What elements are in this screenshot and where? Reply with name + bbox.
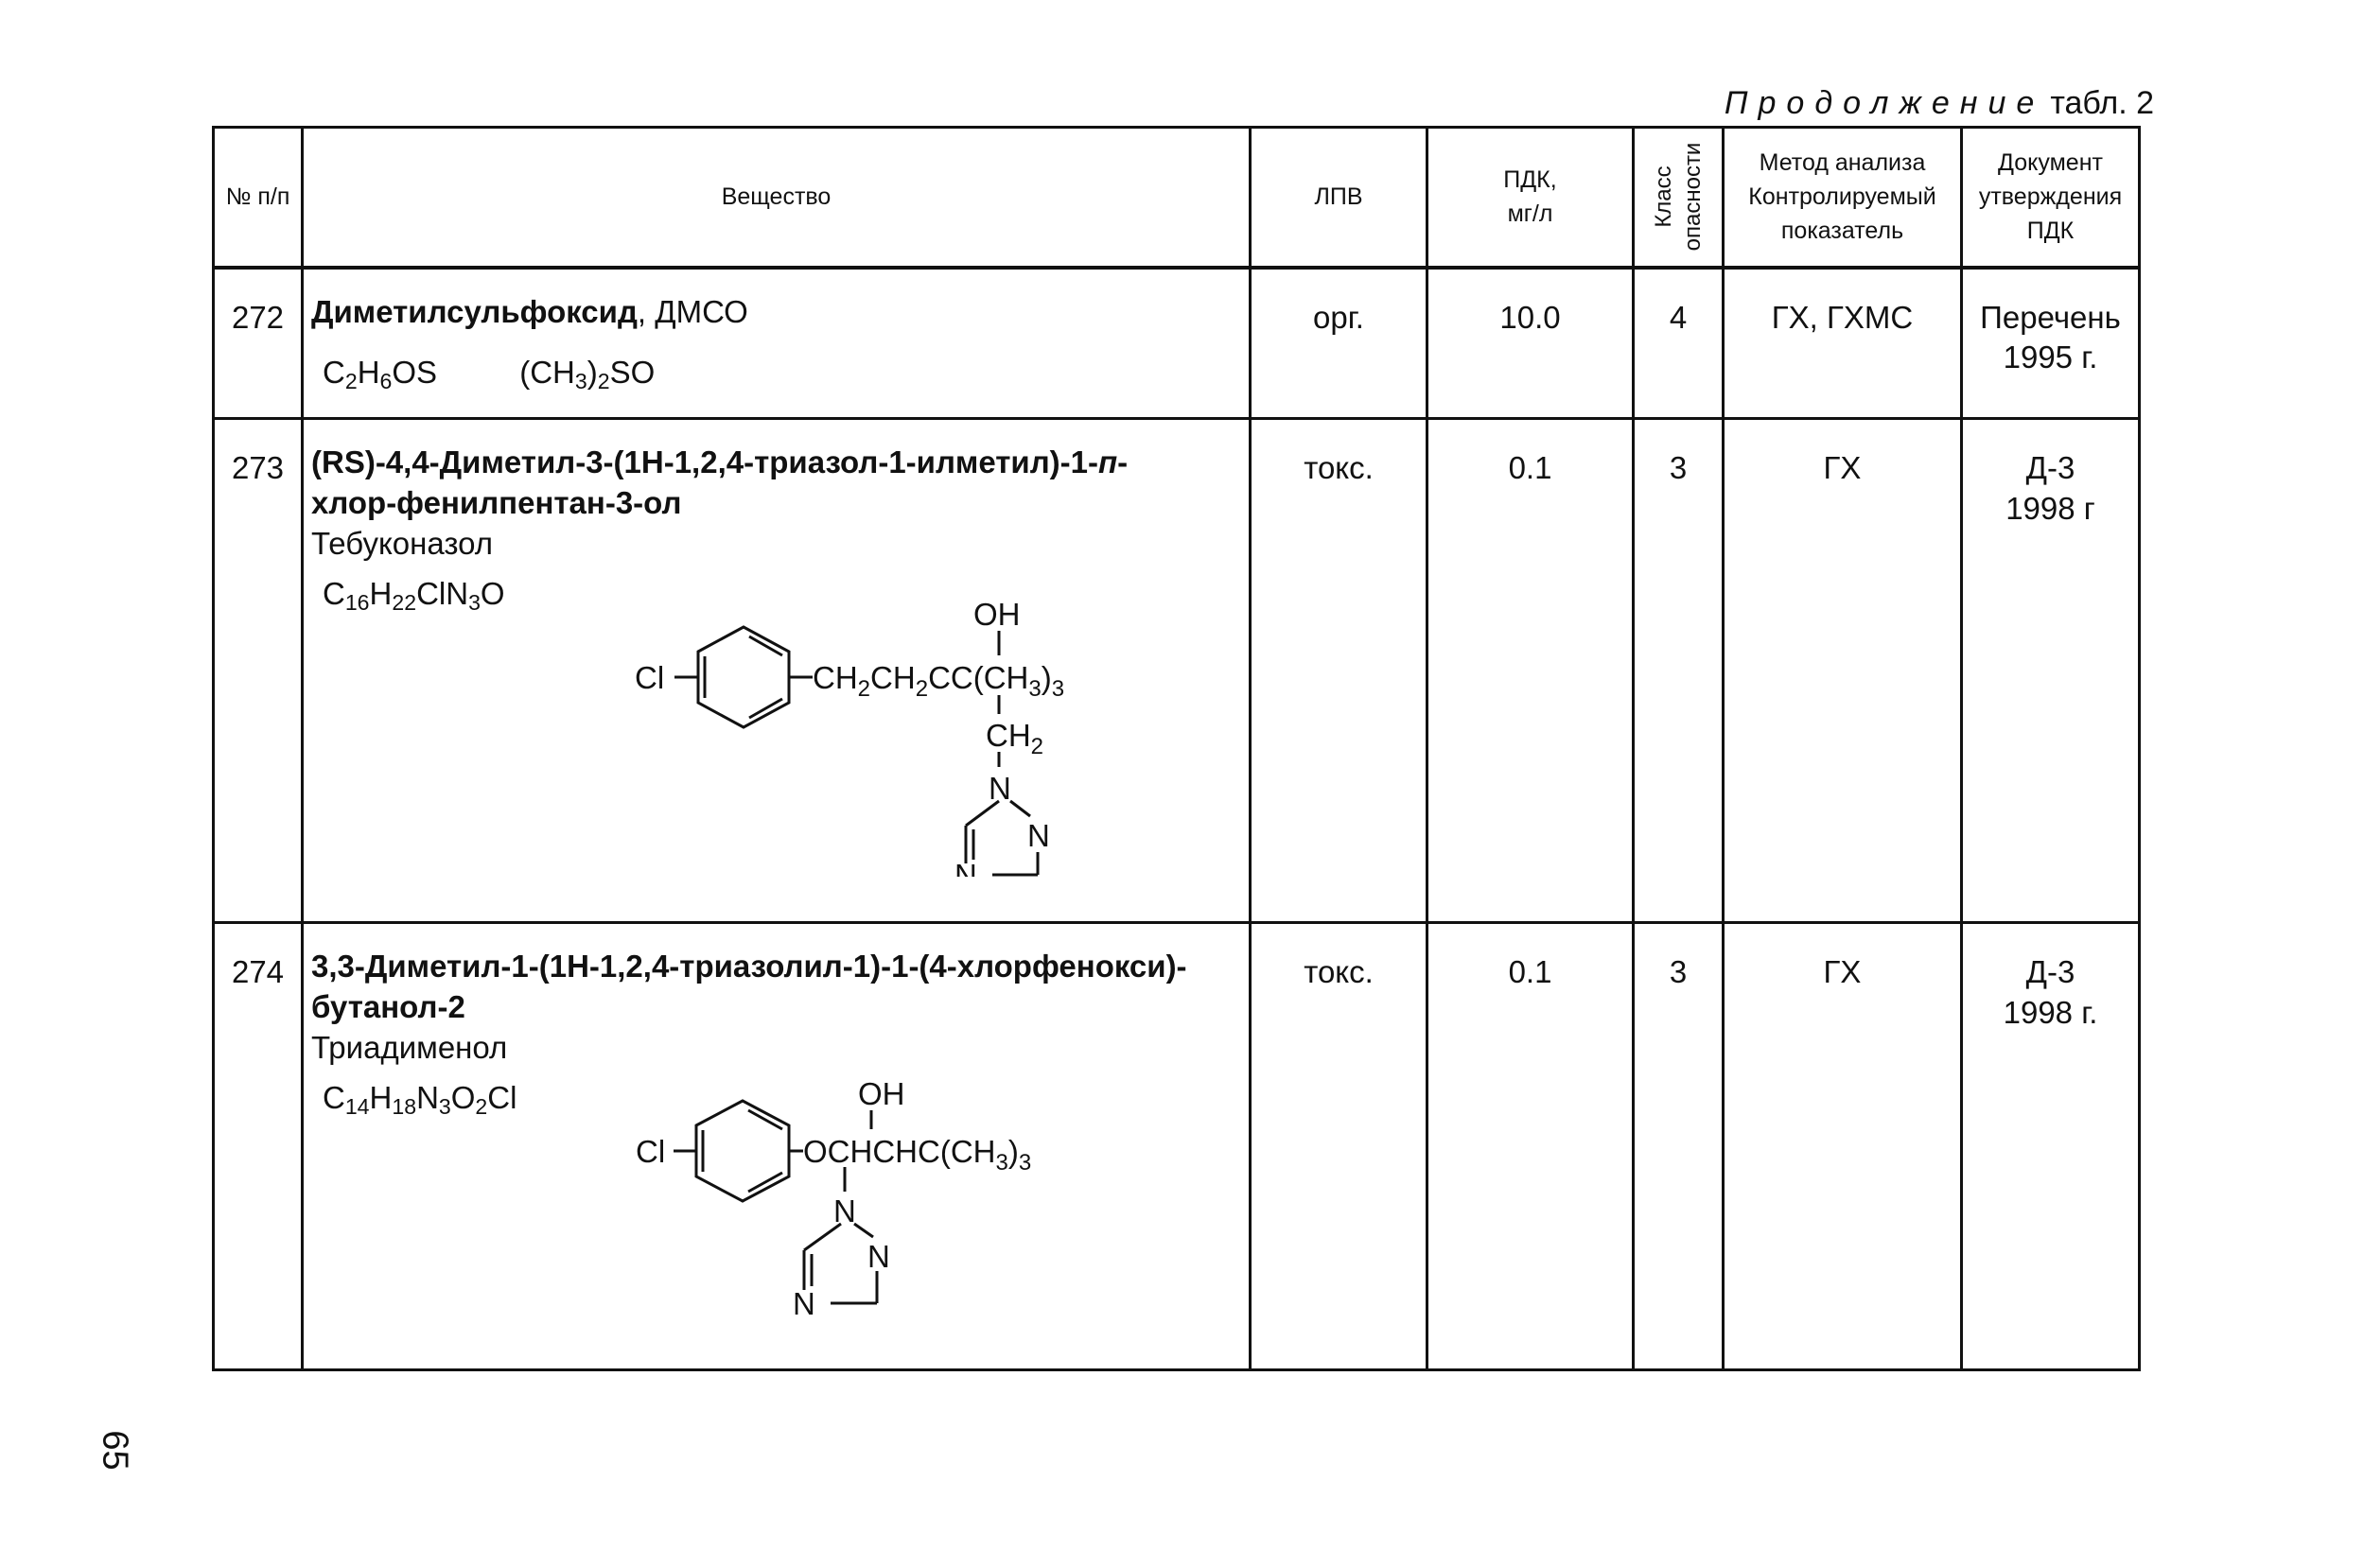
- header-method-line2: Контролируемый: [1748, 183, 1936, 211]
- struct-n1-label: N: [989, 771, 1011, 806]
- header-method-line3: показатель: [1780, 218, 1904, 245]
- trivial-name: Триадименол: [311, 1029, 508, 1065]
- header-doc-line3: ПДК: [2026, 218, 2075, 245]
- header-method: Метод анализа Контролируемый показатель: [1722, 126, 1963, 270]
- substance-name-cont: хлор-фенилпентан-3-ол: [311, 484, 682, 520]
- cell-num: 273: [212, 417, 304, 924]
- header-pdk-line1: ПДК,: [1503, 166, 1557, 193]
- doc-line2: 1998 г: [2005, 490, 2095, 526]
- substance-name: (RS)-4,4-Диметил-3-(1Н-1,2,4-триазол-1-и…: [311, 444, 1129, 479]
- molecular-formula: C16H22ClN3O: [323, 575, 505, 615]
- struct-chain-label: CH2CH2CC(CH3)3: [813, 660, 1064, 702]
- header-doc-line1: Документ: [1998, 148, 2103, 176]
- struct-n1-label: N: [833, 1193, 856, 1228]
- cell-substance: 3,3-Диметил-1-(1Н-1,2,4-триазолил-1)-1-(…: [301, 921, 1252, 1371]
- doc-line2: 1998 г.: [2003, 994, 2098, 1030]
- table-row-272: 272 Диметилсульфоксид, ДМСО C2H6OS (CH3)…: [212, 266, 2141, 420]
- continuation-word: Продолжение: [1724, 85, 2045, 121]
- structure-area: C14H18N3O2Cl: [311, 1069, 1241, 1352]
- doc-line1: Д-3: [2025, 450, 2075, 485]
- header-substance: Вещество: [301, 126, 1252, 270]
- cell-hazard: 3: [1632, 921, 1725, 1371]
- cell-document: Перечень 1995 г.: [1960, 266, 2141, 420]
- header-method-line1: Метод анализа: [1759, 148, 1926, 176]
- header-document: Документ утверждения ПДК: [1960, 126, 2141, 270]
- cell-pdk: 10.0: [1426, 266, 1635, 420]
- struct-cl-label: Cl: [635, 660, 664, 695]
- substance-name-cont: бутанол-2: [311, 988, 465, 1024]
- header-hazard-line2: опасности: [1680, 142, 1706, 252]
- struct-oh-label: OH: [973, 597, 1021, 632]
- cell-substance: Диметилсульфоксид, ДМСО C2H6OS (CH3)2SO: [301, 266, 1252, 420]
- table-reference: табл. 2: [2050, 85, 2154, 121]
- cell-document: Д-3 1998 г.: [1960, 921, 2141, 1371]
- cell-lpv: токс.: [1249, 417, 1428, 924]
- cell-pdk: 0.1: [1426, 417, 1635, 924]
- page-number: 65: [95, 1430, 135, 1471]
- header-hazard-line1: Класс: [1650, 166, 1676, 228]
- cell-method: ГХ: [1722, 921, 1963, 1371]
- header-num: № п/п: [212, 126, 304, 270]
- table-row-274: 274 3,3-Диметил-1-(1Н-1,2,4-триазолил-1)…: [212, 921, 2141, 1371]
- trivial-name: Тебуконазол: [311, 525, 493, 561]
- structure-area: C16H22ClN3O: [311, 565, 1241, 877]
- header-pdk-line2: мг/л: [1507, 200, 1553, 228]
- structural-formula: (CH3)2SO: [519, 355, 656, 394]
- struct-oh-label: OH: [858, 1076, 905, 1111]
- struct-n2-label: N: [867, 1239, 890, 1274]
- struct-ch2-label: CH2: [986, 718, 1043, 759]
- cell-method: ГХ: [1722, 417, 1963, 924]
- cell-lpv: токс.: [1249, 921, 1428, 1371]
- doc-line1: Д-3: [2025, 954, 2075, 989]
- molecular-formula: C14H18N3O2Cl: [323, 1079, 517, 1119]
- struct-n2-label: N: [1027, 818, 1050, 853]
- cell-hazard: 4: [1632, 266, 1725, 420]
- cell-lpv: орг.: [1249, 266, 1428, 420]
- struct-cl-label: Cl: [636, 1134, 665, 1169]
- struct-chain-label: OCHCHC(CH3)3: [803, 1134, 1031, 1176]
- doc-line2: 1995 г.: [2003, 340, 2098, 375]
- header-pdk: ПДК, мг/л: [1426, 126, 1635, 270]
- cell-document: Д-3 1998 г: [1960, 417, 2141, 924]
- cell-substance: (RS)-4,4-Диметил-3-(1Н-1,2,4-триазол-1-и…: [301, 417, 1252, 924]
- struct-n3-label: N: [954, 858, 977, 877]
- header-lpv: ЛПВ: [1249, 126, 1428, 270]
- cell-pdk: 0.1: [1426, 921, 1635, 1371]
- cell-num: 274: [212, 921, 304, 1371]
- table-header-row: № п/п Вещество ЛПВ ПДК, мг/л Класс опасн…: [212, 126, 2141, 270]
- header-doc-line2: утверждения: [1978, 183, 2123, 211]
- triadimenol-structure-diagram: Cl OCHCHC(CH3)3 OH N N N: [636, 1076, 1031, 1321]
- struct-n3-label: N: [793, 1286, 815, 1321]
- substance-abbrev: , ДМСО: [637, 293, 748, 329]
- table-row-273: 273 (RS)-4,4-Диметил-3-(1Н-1,2,4-триазол…: [212, 417, 2141, 924]
- cell-num: 272: [212, 266, 304, 420]
- tebuconazole-structure-diagram: Cl CH2CH2CC(CH3)3 OH CH2 N N N: [635, 597, 1064, 877]
- doc-line1: Перечень: [1980, 299, 2121, 335]
- pdk-table: № п/п Вещество ЛПВ ПДК, мг/л Класс опасн…: [212, 126, 2141, 1371]
- cell-hazard: 3: [1632, 417, 1725, 924]
- header-hazard-class: Класс опасности: [1632, 126, 1725, 270]
- molecular-formula: C2H6OS (CH3)2SO: [323, 355, 656, 394]
- cell-method: ГХ, ГХМС: [1722, 266, 1963, 420]
- substance-name: Диметилсульфоксид: [311, 293, 638, 329]
- substance-name: 3,3-Диметил-1-(1Н-1,2,4-триазолил-1)-1-(…: [311, 949, 1187, 984]
